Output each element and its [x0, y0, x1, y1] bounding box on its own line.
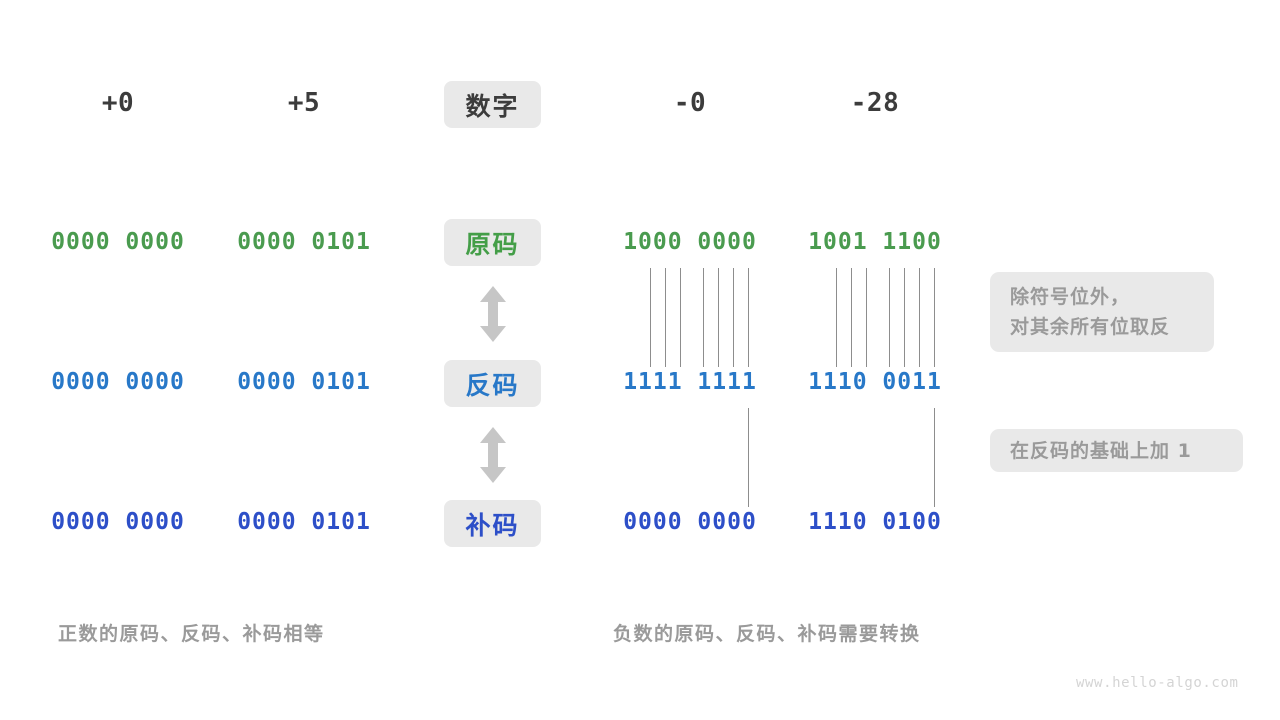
cell-ones-complement-minus-zero: 1111 1111 — [623, 369, 757, 395]
column-header-plus-five: +5 — [287, 88, 321, 118]
cell-twos-complement-minus-zero: 0000 0000 — [623, 509, 757, 535]
column-header-minus-zero: -0 — [673, 88, 707, 118]
note-invert-bits: 除符号位外， 对其余所有位取反 — [990, 272, 1214, 352]
connector-line-invert-minus-zero-bit7 — [733, 268, 734, 367]
cell-ones-complement-plus-five: 0000 0101 — [237, 369, 371, 395]
cell-sign-magnitude-minus-zero: 1000 0000 — [623, 229, 757, 255]
cell-sign-magnitude-plus-zero: 0000 0000 — [51, 229, 185, 255]
double-arrow-icon-sign-to-ones — [476, 286, 510, 342]
caption-negative-numbers: 负数的原码、反码、补码需要转换 — [613, 623, 921, 645]
row-label-twos-complement: 补码 — [444, 500, 541, 547]
connector-line-invert-minus-28-bit7 — [919, 268, 920, 367]
note-invert-bits-line1: 除符号位外， — [1010, 286, 1131, 308]
connector-line-invert-minus-28-bit8 — [934, 268, 935, 367]
caption-positive-numbers: 正数的原码、反码、补码相等 — [58, 623, 325, 645]
note-add-one-text: 在反码的基础上加 1 — [1010, 439, 1192, 462]
connector-line-invert-minus-zero-bit6 — [718, 268, 719, 367]
connector-line-invert-minus-28-bit5 — [889, 268, 890, 367]
connector-line-invert-minus-zero-bit5 — [703, 268, 704, 367]
column-header-plus-zero: +0 — [101, 88, 135, 118]
cell-twos-complement-minus-twentyeight: 1110 0100 — [808, 509, 942, 535]
cell-ones-complement-minus-twentyeight: 1110 0011 — [808, 369, 942, 395]
connector-line-addone-minus-zero — [748, 408, 749, 507]
cell-sign-magnitude-plus-five: 0000 0101 — [237, 229, 371, 255]
connector-line-invert-minus-28-bit6 — [904, 268, 905, 367]
row-label-sign-magnitude: 原码 — [444, 219, 541, 266]
connector-line-invert-minus-zero-bit4 — [680, 268, 681, 367]
watermark-site-url: www.hello-algo.com — [1076, 675, 1239, 691]
note-add-one: 在反码的基础上加 1 — [990, 429, 1243, 472]
connector-line-invert-minus-28-bit4 — [866, 268, 867, 367]
connector-line-addone-minus-28 — [934, 408, 935, 507]
connector-line-invert-minus-zero-bit8 — [748, 268, 749, 367]
cell-sign-magnitude-minus-twentyeight: 1001 1100 — [808, 229, 942, 255]
row-label-ones-complement: 反码 — [444, 360, 541, 407]
row-header-pill-number: 数字 — [444, 81, 541, 128]
connector-line-invert-minus-zero-bit3 — [665, 268, 666, 367]
double-arrow-icon-ones-to-twos — [476, 427, 510, 483]
column-header-minus-twentyeight: -28 — [850, 88, 900, 118]
cell-twos-complement-plus-zero: 0000 0000 — [51, 509, 185, 535]
cell-ones-complement-plus-zero: 0000 0000 — [51, 369, 185, 395]
connector-line-invert-minus-28-bit2 — [836, 268, 837, 367]
connector-line-invert-minus-28-bit3 — [851, 268, 852, 367]
cell-twos-complement-plus-five: 0000 0101 — [237, 509, 371, 535]
note-invert-bits-line2: 对其余所有位取反 — [1010, 316, 1171, 338]
connector-line-invert-minus-zero-bit2 — [650, 268, 651, 367]
